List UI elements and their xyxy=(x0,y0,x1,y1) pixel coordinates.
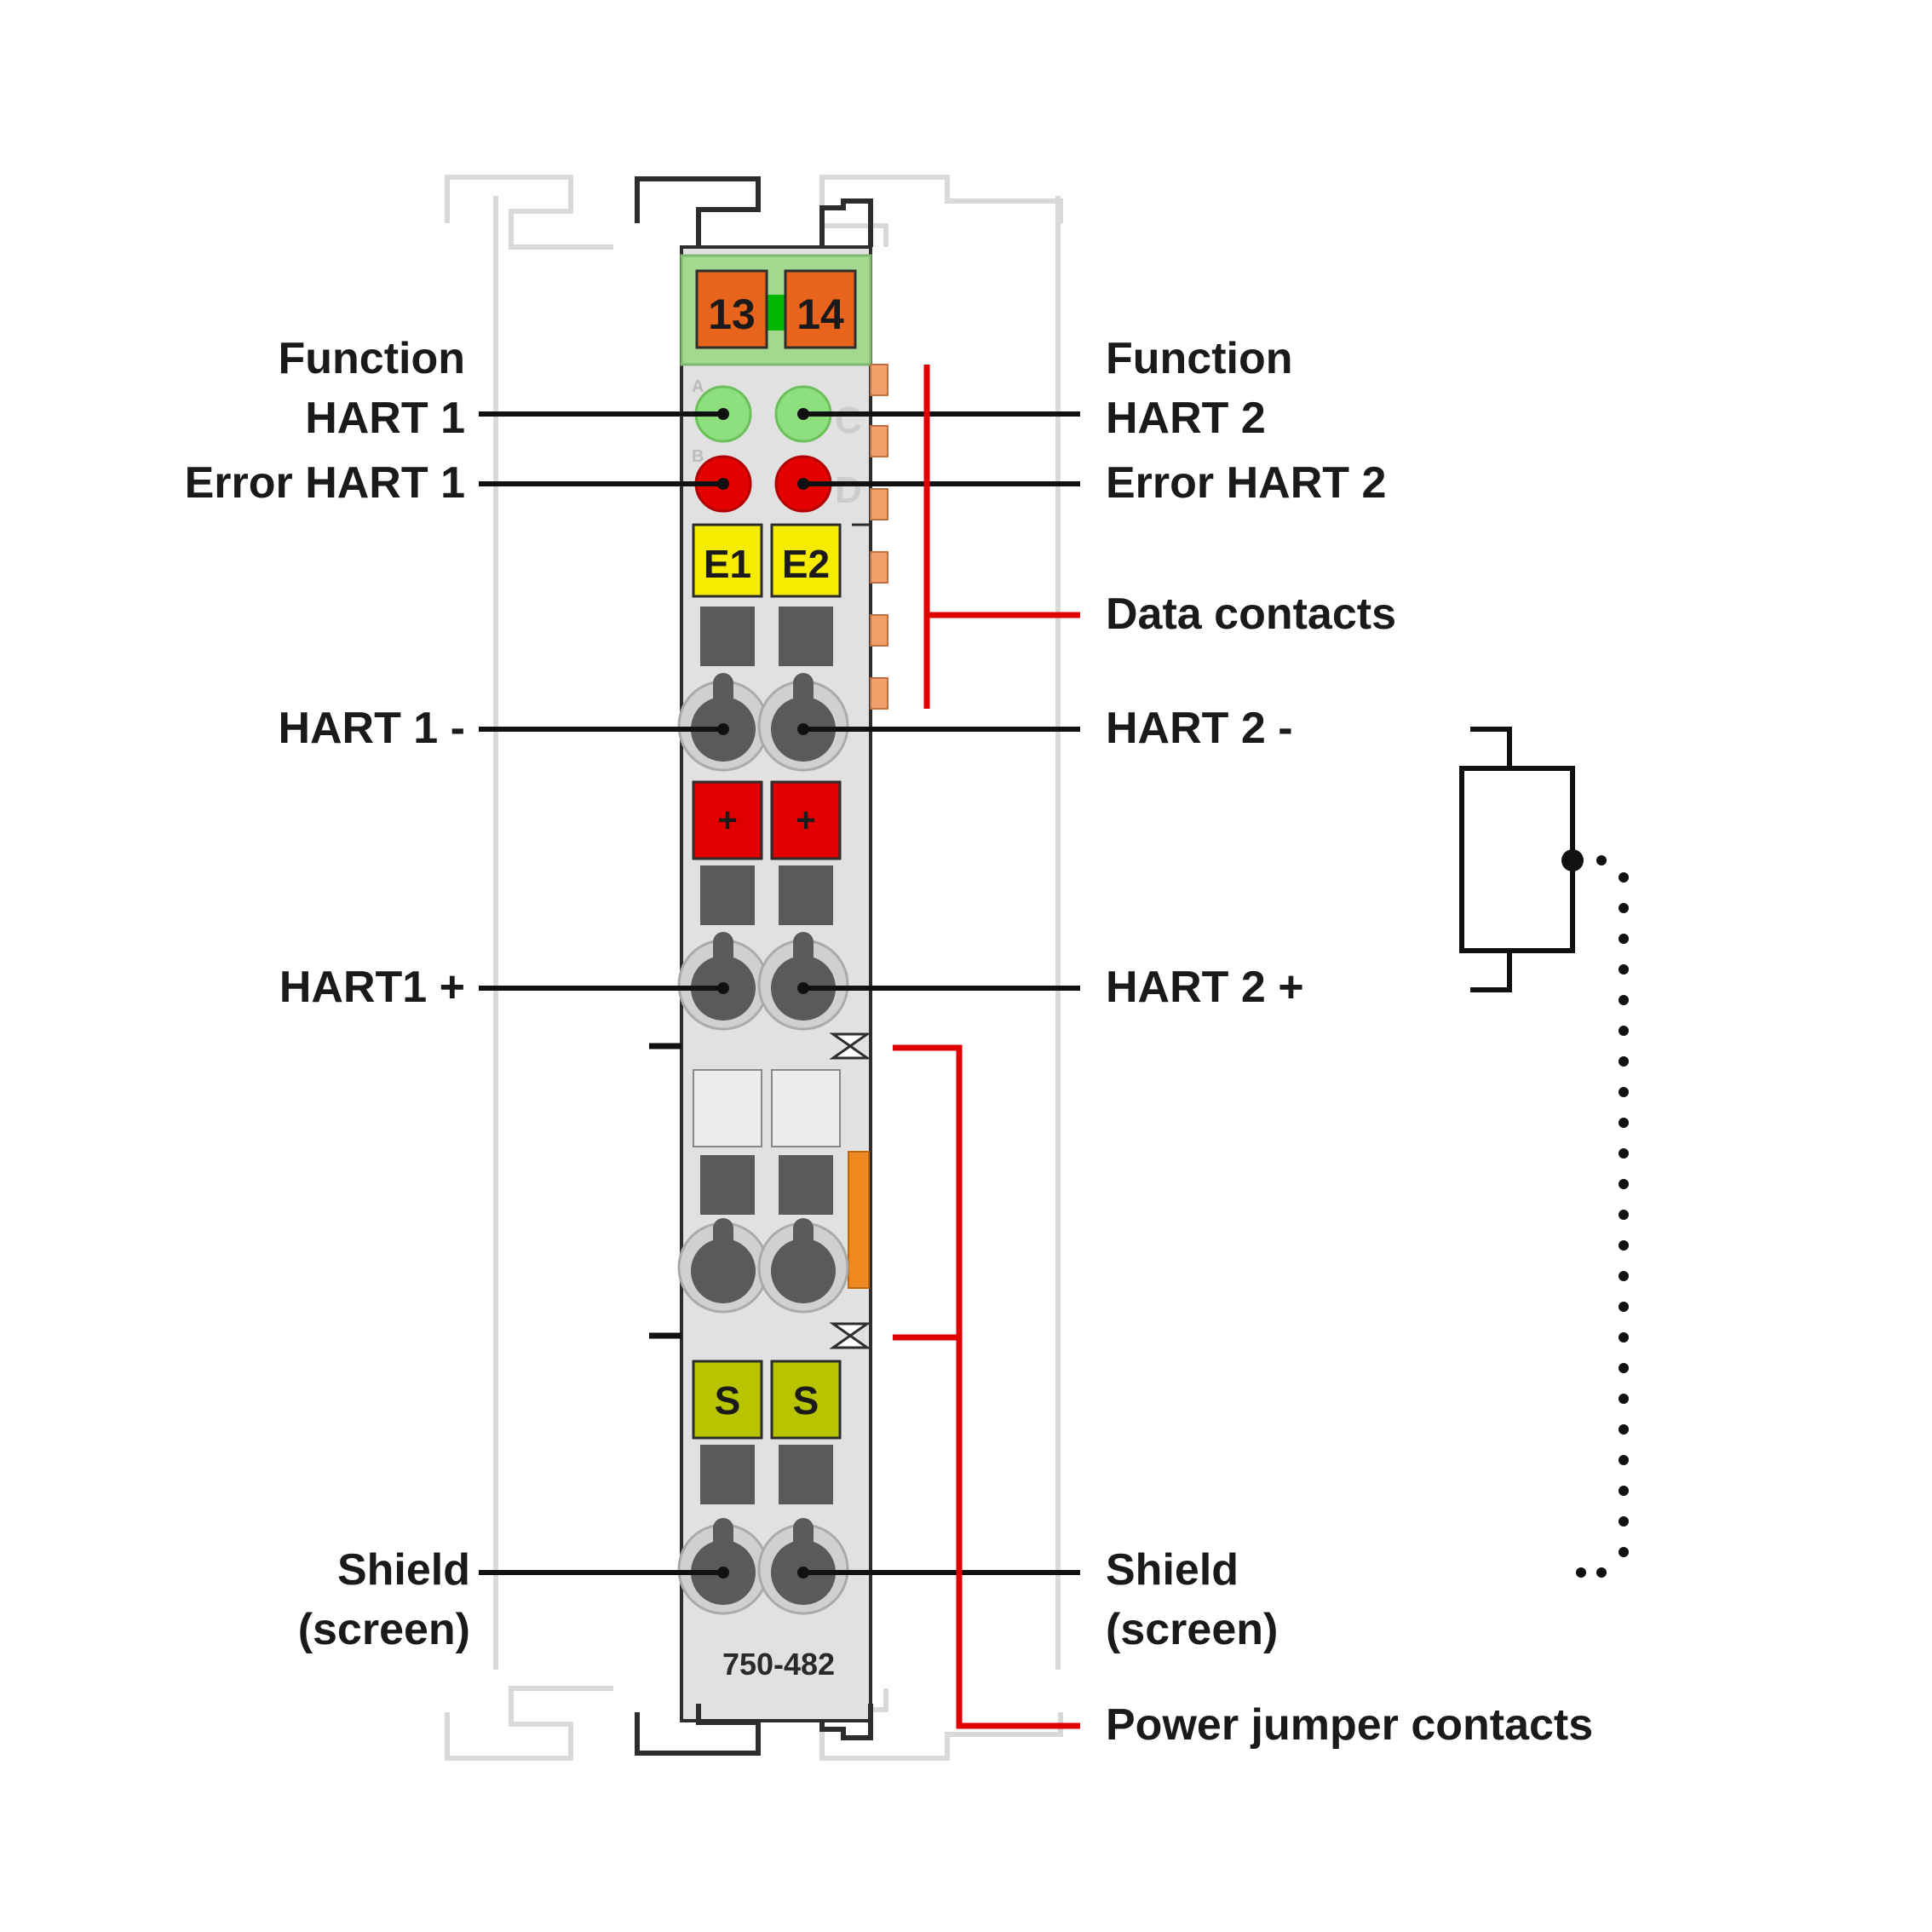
label-hart2-plus: HART 2 + xyxy=(1106,963,1304,1012)
marker-shield-1-label: S xyxy=(715,1378,741,1423)
power-jumper-section xyxy=(649,1032,871,1349)
label-error-hart2: Error HART 2 xyxy=(1106,458,1387,508)
power-jumper-contact-top xyxy=(829,1032,871,1060)
label-function-hart1: Function HART 1 xyxy=(278,334,465,443)
label-shield-left: Shield (screen) xyxy=(297,1545,470,1654)
label-hart1-minus: HART 1 - xyxy=(278,704,465,753)
push-button xyxy=(779,607,833,666)
model-number: 750-482 xyxy=(722,1647,835,1682)
dotted-line-dot xyxy=(1619,1240,1629,1251)
push-button xyxy=(700,607,755,666)
terminal-14-label: 14 xyxy=(796,290,844,338)
dotted-connection xyxy=(1576,855,1629,1578)
red-brackets xyxy=(893,365,1080,1729)
dotted-line-dot xyxy=(1619,903,1629,913)
label-shield-right: Shield (screen) xyxy=(1106,1545,1279,1654)
dotted-line-dot xyxy=(1619,1179,1629,1189)
dotted-line-dot xyxy=(1619,1056,1629,1067)
dotted-line-dot xyxy=(1619,1302,1629,1312)
marker-shield-2 xyxy=(770,1360,842,1440)
marker-plus-1-label: + xyxy=(717,802,737,839)
dotted-line-dot xyxy=(1619,934,1629,944)
marker-shield-1 xyxy=(692,1360,763,1440)
top-terminal-block: 13 14 xyxy=(680,254,872,366)
marker-plus-2-label: + xyxy=(796,802,815,839)
dotted-line-dot xyxy=(1596,855,1607,865)
dotted-line-dot xyxy=(1576,1567,1586,1578)
marker-e2 xyxy=(770,523,842,598)
background-rail xyxy=(445,175,1063,1761)
push-button xyxy=(779,1155,833,1215)
dotted-line-dot xyxy=(1619,1148,1629,1159)
callout-lines xyxy=(479,411,1080,1575)
label-data-contacts: Data contacts xyxy=(1106,589,1396,639)
led-letter-c: C xyxy=(835,400,862,441)
dotted-line-dot xyxy=(1619,1210,1629,1220)
dotted-line-dot xyxy=(1619,1516,1629,1527)
dotted-line-dot xyxy=(1619,1424,1629,1435)
clamp-spring xyxy=(771,1239,836,1303)
terminal-14 xyxy=(784,269,857,349)
push-button xyxy=(779,865,833,925)
dotted-line-dot xyxy=(1619,1394,1629,1404)
terminal-13 xyxy=(695,269,768,349)
label-hart2-minus: HART 2 - xyxy=(1106,704,1293,753)
terminal-13-label: 13 xyxy=(708,290,756,338)
led-letter-d: D xyxy=(835,469,862,511)
label-power-jumper-contacts: Power jumper contacts xyxy=(1106,1700,1594,1750)
marker-shield-2-label: S xyxy=(793,1378,819,1423)
clamp-spring xyxy=(691,1239,756,1303)
push-button xyxy=(779,1445,833,1504)
dotted-line-dot xyxy=(1619,1332,1629,1343)
dotted-line-dot xyxy=(1619,1271,1629,1281)
dotted-line-dot xyxy=(1619,964,1629,975)
led-letter-a: A xyxy=(692,377,704,396)
data-contact-tabs xyxy=(870,364,888,710)
marker-plus-2 xyxy=(770,780,842,860)
push-button xyxy=(700,1155,755,1215)
marker-plus-1 xyxy=(692,780,763,860)
power-jumper-bracket xyxy=(893,1044,1080,1729)
dotted-line-dot xyxy=(1619,1363,1629,1373)
marker-e2-label: E2 xyxy=(782,542,830,586)
schematic-node xyxy=(1561,849,1584,871)
dotted-line-dot xyxy=(1619,1547,1629,1557)
label-function-hart2: Function HART 2 xyxy=(1106,334,1293,443)
dotted-line-dot xyxy=(1596,1567,1607,1578)
schematic-symbol xyxy=(1459,727,1575,992)
push-button xyxy=(700,865,755,925)
dotted-line-dot xyxy=(1619,1118,1629,1128)
push-button xyxy=(700,1445,755,1504)
dotted-line-dot xyxy=(1619,995,1629,1005)
label-error-hart1: Error HART 1 xyxy=(184,458,465,508)
callout-endpoints xyxy=(717,408,809,1578)
power-jumper-contact-bottom xyxy=(829,1322,871,1349)
dotted-line-dot xyxy=(1619,1026,1629,1036)
marker-e1 xyxy=(692,523,763,598)
led-letter-b: B xyxy=(692,447,704,466)
power-jumper-blade xyxy=(848,1151,870,1289)
dotted-line-dot xyxy=(1619,1486,1629,1496)
dotted-line-dot xyxy=(1619,872,1629,883)
marker-e1-label: E1 xyxy=(704,542,751,586)
dotted-line-dot xyxy=(1619,1455,1629,1465)
label-hart1-plus: HART1 + xyxy=(279,963,465,1012)
dotted-line-dot xyxy=(1619,1087,1629,1097)
